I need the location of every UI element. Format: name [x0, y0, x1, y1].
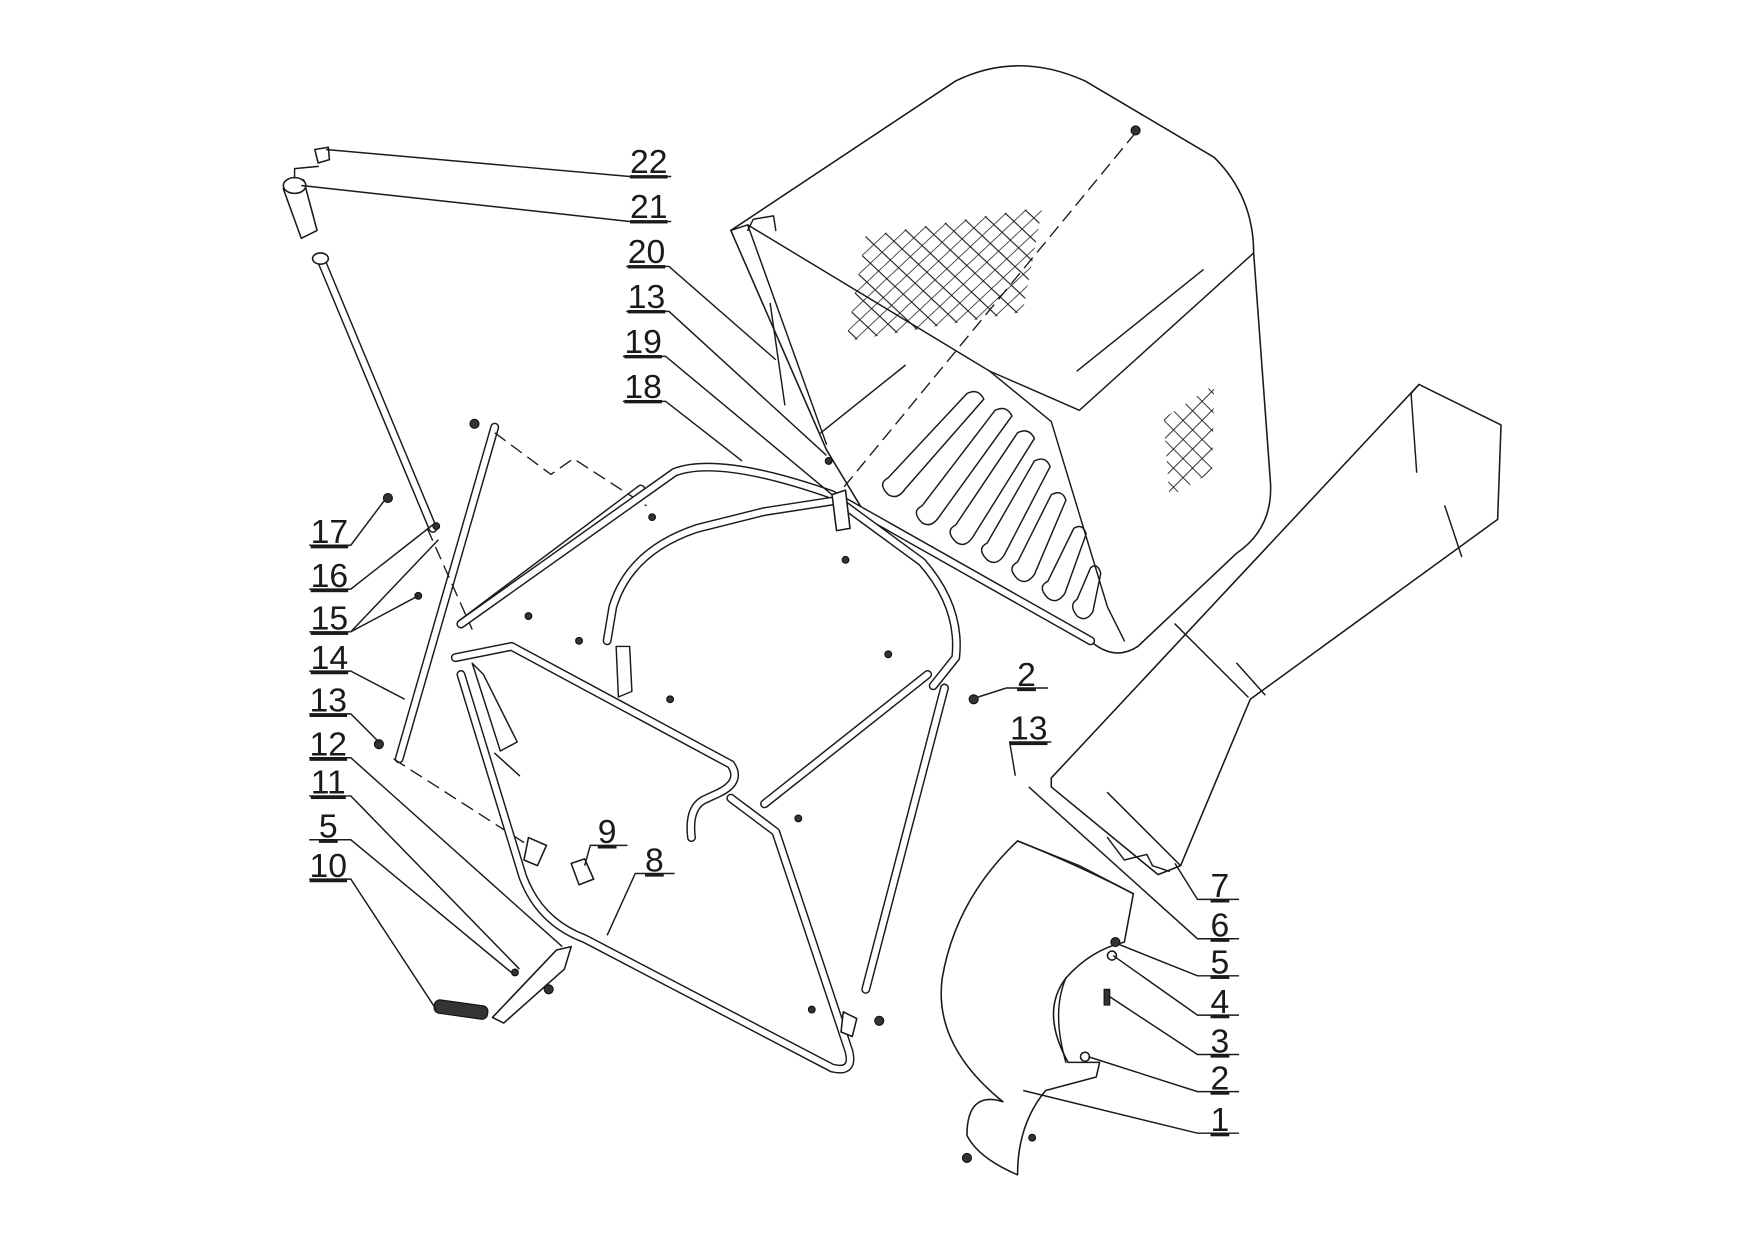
callout-labels: 22 21 20 13 19 18 17 16 15 14 13 12 11 5…: [310, 143, 1230, 1139]
handle-assembly: [282, 146, 441, 600]
callout-7: 7: [1211, 867, 1230, 905]
bag-frame: [450, 462, 1096, 1074]
lever-spring: [433, 945, 572, 1024]
callout-12: 12: [310, 725, 348, 763]
callout-6: 6: [1211, 906, 1230, 944]
callout-4: 4: [1211, 983, 1230, 1021]
callout-21: 21: [630, 188, 668, 226]
callout-14: 14: [311, 639, 349, 677]
callout-15: 15: [311, 600, 349, 638]
deflector-flap: [940, 840, 1135, 1176]
callout-1: 1: [1211, 1101, 1230, 1139]
callout-5: 5: [1211, 944, 1230, 982]
callout-13: 13: [1010, 710, 1048, 748]
bag-mesh-side: [1163, 384, 1215, 497]
callout-13: 13: [628, 278, 666, 316]
leader-lines: [301, 148, 1240, 1134]
callout-19: 19: [624, 323, 662, 361]
callout-13: 13: [310, 682, 348, 720]
callout-18: 18: [624, 368, 662, 406]
callout-9: 9: [598, 813, 617, 851]
callout-22: 22: [630, 143, 668, 181]
callout-3: 3: [1211, 1022, 1230, 1060]
callout-2: 2: [1211, 1059, 1230, 1097]
bag-mesh-top: [846, 206, 1043, 342]
callout-11: 11: [311, 764, 346, 802]
discharge-chute: [1050, 383, 1502, 876]
callout-8: 8: [645, 841, 664, 879]
callout-5: 5: [319, 808, 338, 846]
callout-16: 16: [311, 557, 349, 595]
callout-10: 10: [310, 847, 348, 885]
callout-2: 2: [1017, 656, 1036, 694]
callout-17: 17: [311, 513, 349, 551]
grass-bag: [730, 64, 1272, 654]
bag-ribs: [881, 390, 1102, 620]
callout-20: 20: [628, 233, 666, 271]
